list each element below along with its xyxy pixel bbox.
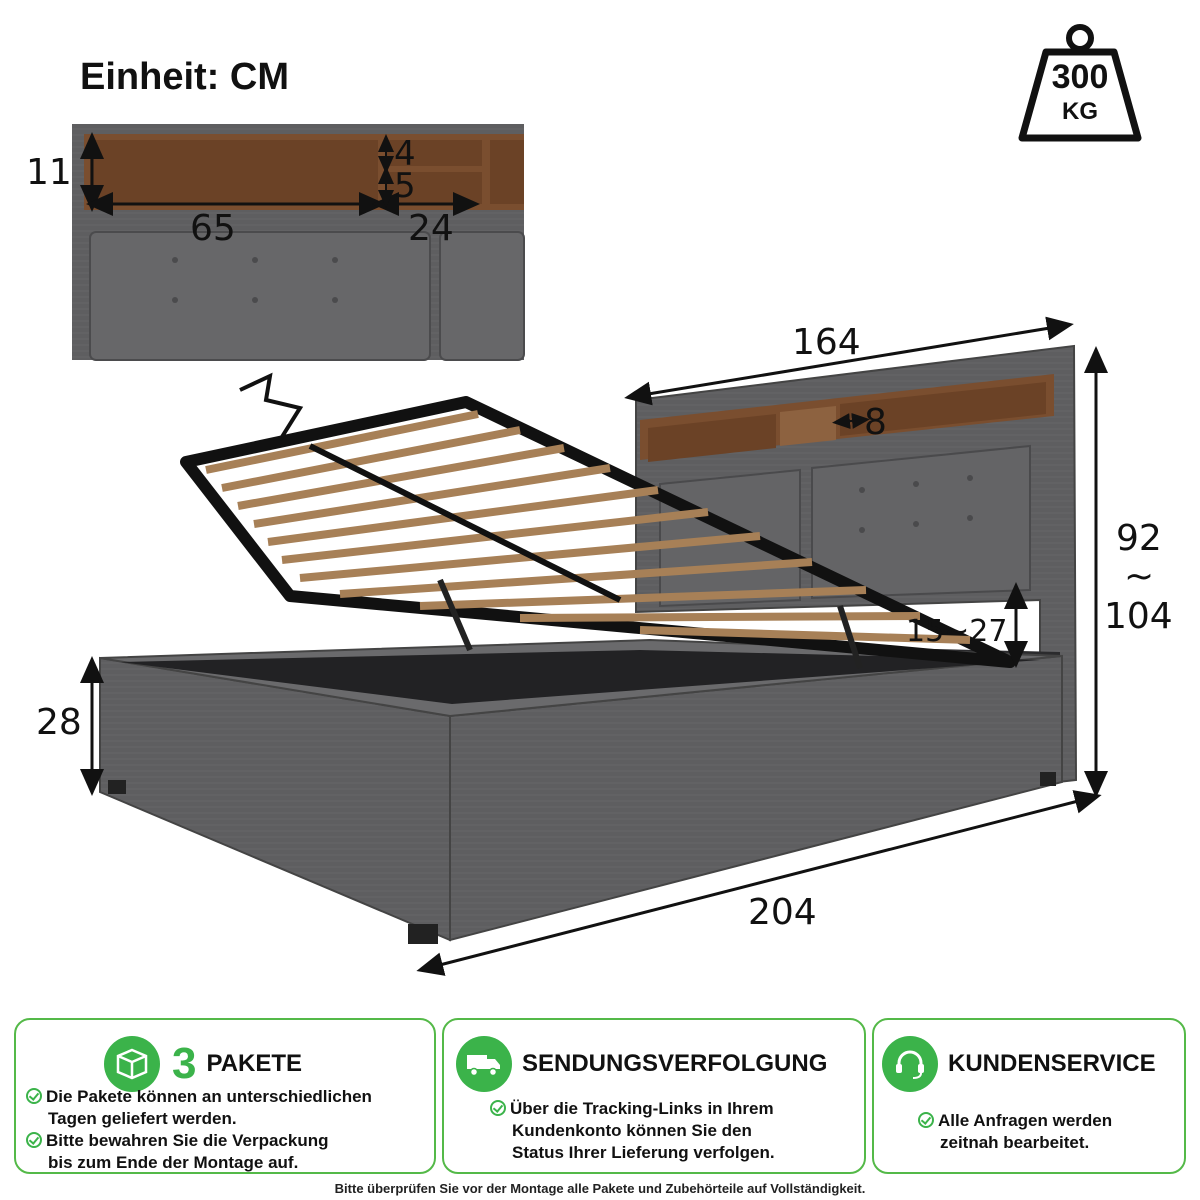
- card-customer-service: KUNDENSERVICE Alle Anfragen werden zeitn…: [872, 1018, 1186, 1174]
- dim-frame-height: 28: [36, 702, 82, 743]
- tracking-line-1: Über die Tracking-Links in Ihrem: [490, 1098, 774, 1120]
- package-icon: [104, 1036, 160, 1092]
- weight-value: 300: [1051, 58, 1109, 96]
- card-packages: 3 PAKETE Die Pakete können an unterschie…: [14, 1018, 436, 1174]
- service-line-1: Alle Anfragen werden: [918, 1110, 1112, 1132]
- packages-line-1: Die Pakete können an unterschiedlichen: [26, 1086, 372, 1108]
- dim-shelf-small-top: 4: [394, 134, 416, 174]
- dim-total-height-bottom: 104: [1104, 596, 1173, 637]
- slatted-frame: [180, 372, 1016, 669]
- weight-icon: [1018, 24, 1142, 142]
- card-service-header: KUNDENSERVICE: [882, 1036, 1156, 1092]
- packages-line-2: Tagen geliefert werden.: [48, 1109, 237, 1128]
- bed-illustration: [72, 124, 1108, 976]
- card-tracking: SENDUNGSVERFOLGUNG Über die Tracking-Lin…: [442, 1018, 866, 1174]
- check-icon: [490, 1100, 506, 1116]
- headset-icon: [882, 1036, 938, 1092]
- tracking-line-2: Kundenkonto können Sie den: [512, 1121, 752, 1140]
- card-packages-header: 3 PAKETE: [104, 1036, 302, 1092]
- package-count: 3: [172, 1039, 197, 1088]
- packages-line-3: Bitte bewahren Sie die Verpackung: [26, 1130, 328, 1152]
- check-icon: [26, 1132, 42, 1148]
- dim-shelf-width-right: 24: [408, 208, 454, 249]
- dim-shelf-depth: 8: [864, 402, 887, 443]
- dim-total-height-tilde: ~: [1124, 556, 1155, 597]
- footer-note: Bitte überprüfen Sie vor der Montage all…: [334, 1181, 866, 1196]
- dim-shelf-width-left: 65: [190, 208, 236, 249]
- weight-badge: 300 KG: [1018, 18, 1142, 142]
- card-service-title: KUNDENSERVICE: [948, 1050, 1156, 1077]
- dim-shelf-height: 11: [26, 152, 72, 193]
- packages-line-4: bis zum Ende der Montage auf.: [48, 1153, 299, 1172]
- check-icon: [26, 1088, 42, 1104]
- card-tracking-header: SENDUNGSVERFOLGUNG: [456, 1036, 827, 1092]
- dimension-lines: [80, 316, 1108, 976]
- dim-head-width: 164: [792, 322, 861, 363]
- card-tracking-title: SENDUNGSVERFOLGUNG: [522, 1050, 828, 1077]
- tracking-line-3: Status Ihrer Lieferung verfolgen.: [512, 1143, 775, 1162]
- dim-length: 204: [748, 892, 817, 933]
- unit-label: Einheit: CM: [80, 56, 289, 98]
- dim-headboard-gap: 15~27: [906, 614, 1008, 649]
- check-icon: [918, 1112, 934, 1128]
- delivery-truck-icon: [456, 1036, 512, 1092]
- dim-shelf-small-bottom: 5: [394, 166, 416, 206]
- shelf-detail-inset: [72, 124, 525, 361]
- dim-total-height-top: 92: [1116, 518, 1162, 559]
- weight-unit: KG: [1062, 98, 1098, 125]
- service-line-2: zeitnah bearbeitet.: [940, 1133, 1090, 1152]
- card-packages-title: PAKETE: [206, 1050, 303, 1077]
